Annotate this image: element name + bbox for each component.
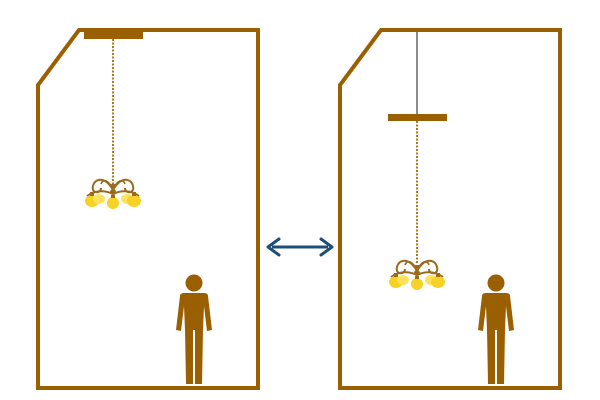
chandelier xyxy=(388,259,446,291)
room-left xyxy=(36,28,260,390)
room-left-walls xyxy=(36,28,260,390)
room-right xyxy=(338,28,562,390)
lowered-mount-plate xyxy=(388,114,447,121)
person-icon xyxy=(478,274,514,384)
chandelier xyxy=(84,178,142,210)
ceiling-mount-plate xyxy=(84,32,143,39)
person-icon xyxy=(176,274,212,384)
double-headed-arrow-icon xyxy=(266,237,334,257)
room-right-walls xyxy=(338,28,562,390)
